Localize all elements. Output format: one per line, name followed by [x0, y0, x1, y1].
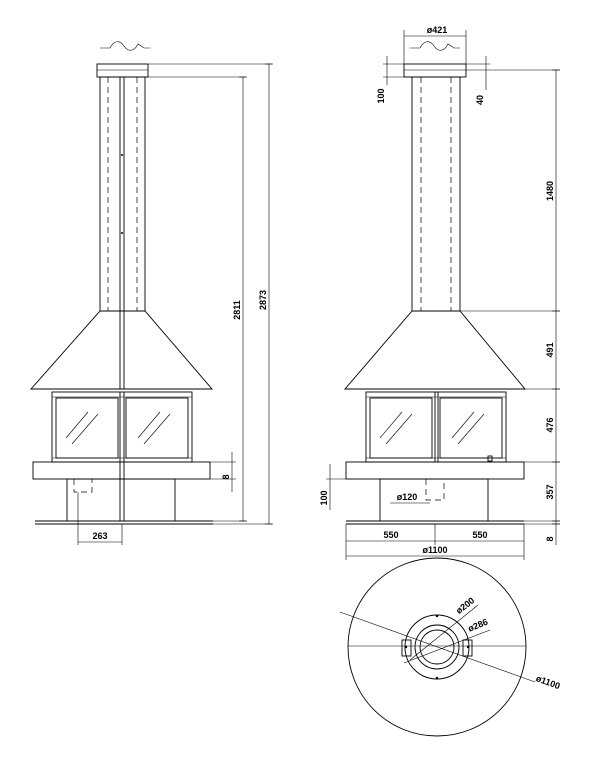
plan-pipe-outer-circle: [414, 624, 460, 670]
front-chimney-pipe: [99, 76, 146, 312]
side-view: ø421: [319, 25, 560, 560]
front-firebox: [51, 391, 193, 463]
dim-front-2873: 2873: [258, 290, 268, 310]
plan-view: ø200 ø286 ø1100: [339, 557, 562, 737]
side-hood: [344, 310, 526, 390]
dim-side-1480: 1480: [545, 181, 555, 201]
dim-side-357: 357: [545, 484, 555, 499]
plan-floor-plate-circle: [347, 557, 527, 737]
dim-front-2811: 2811: [232, 300, 242, 320]
front-flue-collar: [96, 63, 149, 78]
side-flue-break-symbol: [410, 41, 460, 51]
dim-plan-286: ø286: [466, 617, 489, 634]
dim-side-421: ø421: [427, 25, 448, 35]
dim-front-base-8: 8: [221, 474, 231, 479]
side-base-slab: [345, 461, 525, 480]
dim-side-476: 476: [545, 417, 555, 432]
dim-side-491: 491: [545, 342, 555, 357]
front-pedestal: [66, 478, 176, 522]
dim-side-120: ø120: [397, 492, 418, 502]
front-glass-right: [125, 397, 189, 459]
front-flue-break-symbol: [100, 41, 150, 51]
front-base-slab: [32, 461, 211, 480]
front-hood: [30, 310, 213, 390]
dim-side-top-40: 40: [475, 95, 485, 105]
dim-plan-200: ø200: [454, 595, 476, 616]
dim-side-1100: ø1100: [422, 545, 447, 555]
dim-plan-1100: ø1100: [535, 673, 562, 691]
side-chimney-pipe: [411, 76, 461, 312]
front-view: 2811 2873 8 263: [30, 41, 273, 545]
front-glass-left: [55, 397, 119, 459]
dim-side-550-left: 550: [383, 530, 398, 540]
dim-side-550-right: 550: [472, 530, 487, 540]
side-glass-right: [439, 397, 503, 459]
dim-side-base-100: 100: [319, 490, 329, 505]
dim-side-top-100: 100: [376, 88, 386, 103]
dim-side-8: 8: [545, 536, 555, 541]
dim-front-263: 263: [92, 531, 107, 541]
side-flue-collar: [403, 63, 467, 78]
side-firebox: [365, 391, 507, 463]
plan-pipe-inner-circle: [419, 629, 455, 665]
side-glass-left: [369, 397, 433, 459]
